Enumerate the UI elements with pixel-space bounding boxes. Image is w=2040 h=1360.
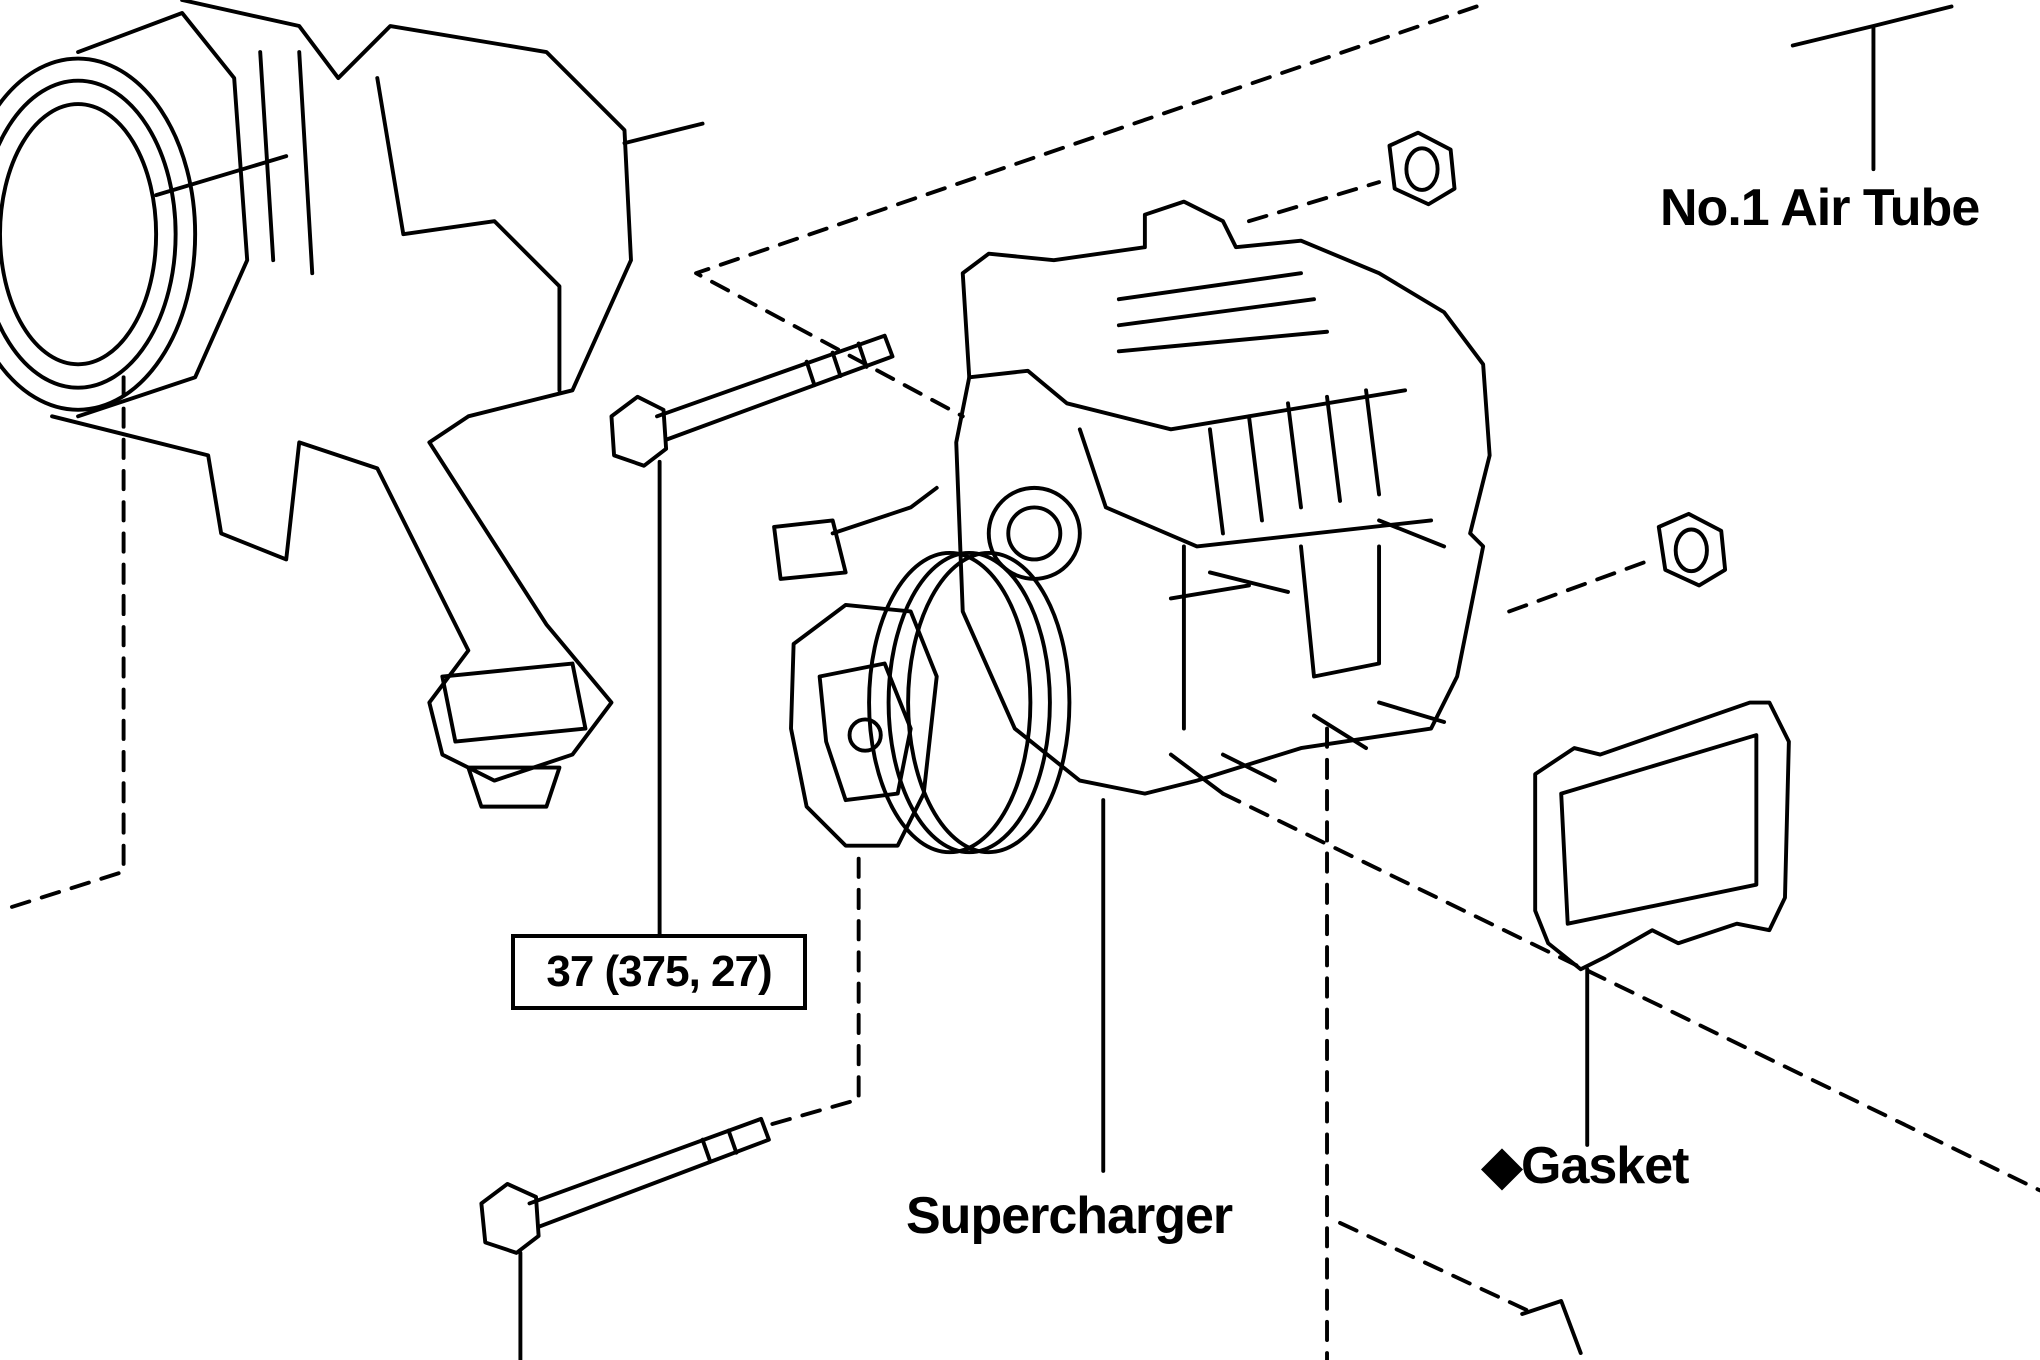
bolt-upper bbox=[609, 333, 895, 937]
gasket-label: ◆Gasket bbox=[1482, 1136, 1689, 1196]
engine-pulley-bracket bbox=[0, 0, 705, 809]
nut-upper bbox=[1387, 130, 1457, 207]
supercharger-body bbox=[772, 199, 1492, 796]
partial-part-bottom bbox=[1520, 1299, 1583, 1355]
assembly-dashed-lines bbox=[0, 4, 2040, 1360]
air-tube-label: No.1 Air Tube bbox=[1660, 179, 1980, 237]
supercharger-label: Supercharger bbox=[906, 1187, 1233, 1245]
supercharger-pulley bbox=[789, 550, 1072, 855]
bolt-lower bbox=[479, 1116, 771, 1360]
nut-right bbox=[1656, 511, 1728, 588]
gasket-label-text: Gasket bbox=[1521, 1137, 1689, 1195]
air-tube-leader-line bbox=[1790, 4, 1954, 172]
non-reusable-diamond-icon: ◆ bbox=[1482, 1137, 1522, 1195]
torque-spec-box: 37 (375, 27) bbox=[511, 934, 807, 1010]
gasket-part bbox=[1533, 700, 1791, 1147]
